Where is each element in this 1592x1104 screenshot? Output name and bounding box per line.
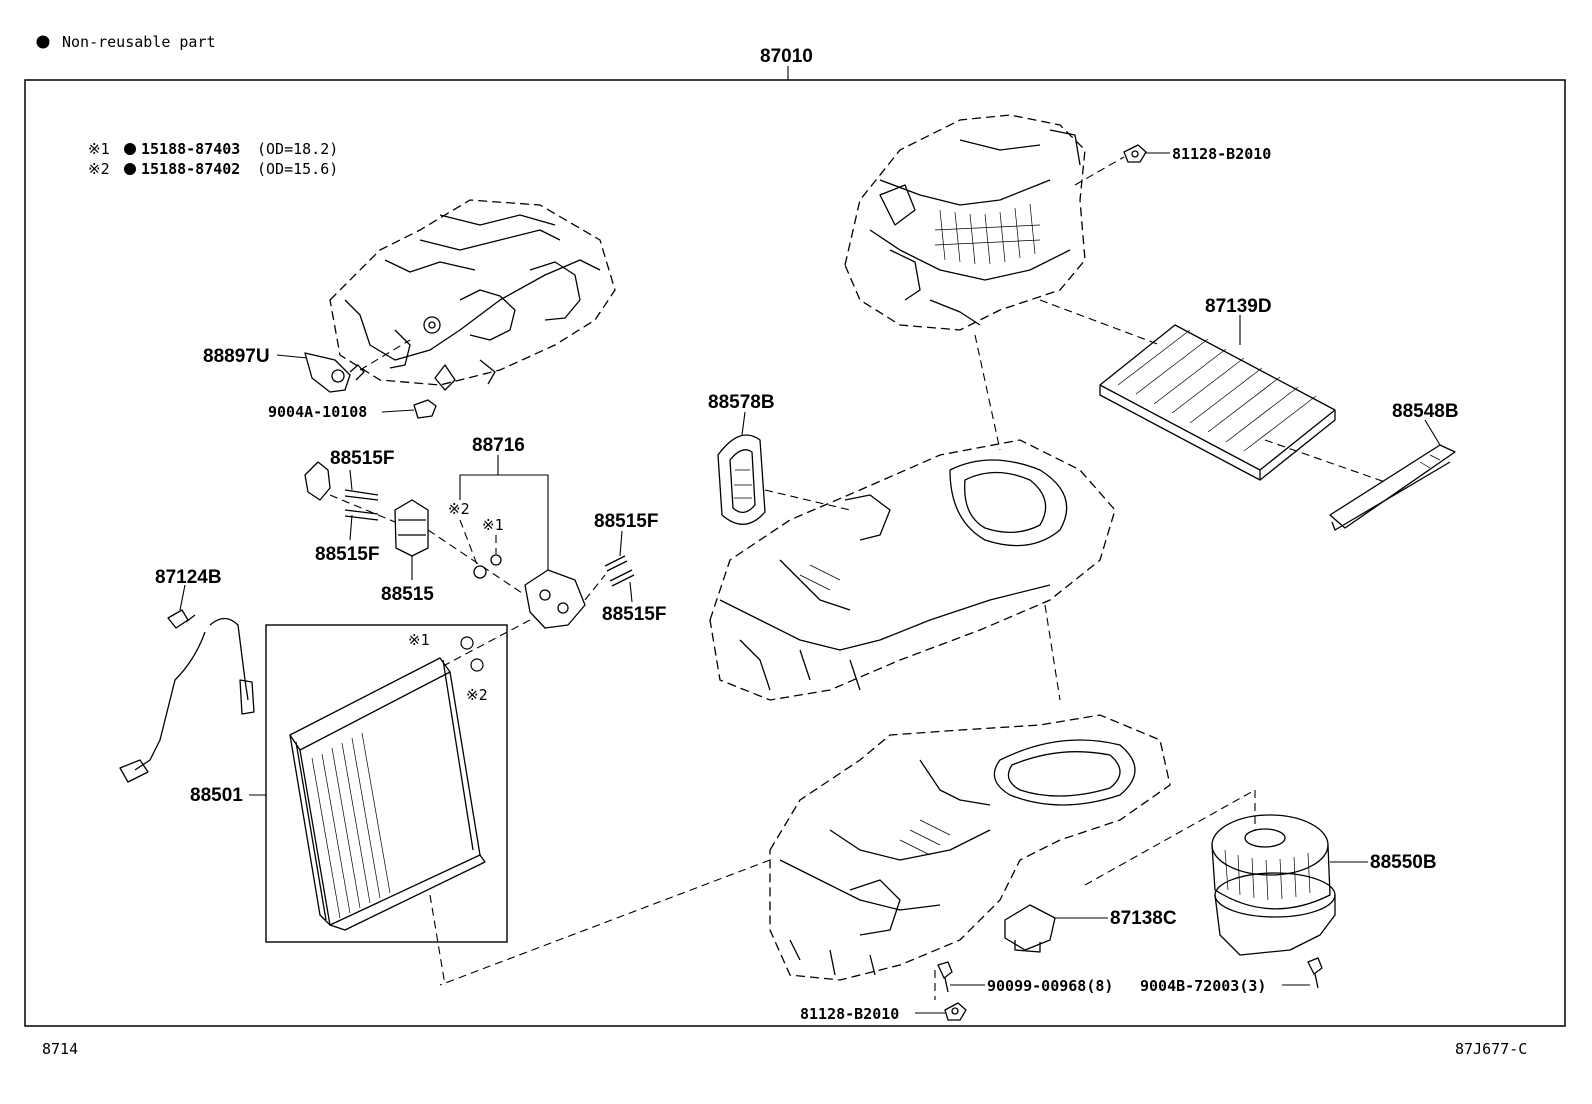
mark-2-a: ※2: [448, 500, 470, 518]
label-88550B: 88550B: [1370, 852, 1437, 873]
dash-88897U: [359, 339, 411, 371]
label-88515F-b: 88515F: [315, 544, 379, 565]
dash-81128-top: [1074, 156, 1125, 186]
dash-cluster-4: [444, 619, 531, 666]
note-mark-2: ※2: [88, 160, 110, 178]
seal-88578B-drawing: [717, 434, 766, 525]
dash-cluster-2: [427, 529, 526, 596]
screw-9004B-drawing: [1307, 957, 1323, 989]
middle-case-drawing: [709, 439, 1116, 701]
dash-88716: [459, 519, 479, 568]
note-1-spec: (OD=18.2): [257, 140, 338, 158]
dash-lower-right: [1084, 789, 1256, 886]
leader-87124B: [179, 584, 186, 611]
leader-9004A: [381, 409, 415, 413]
note-1-part: 15188-87403: [141, 140, 240, 158]
upper-right-case-drawing: [844, 114, 1086, 331]
clip-88515F-drawing: [304, 461, 331, 501]
note-2-part: 15188-87402: [141, 160, 240, 178]
non-reusable-marker-icon: [36, 35, 50, 49]
label-90099-00968: 90099-00968(8): [987, 977, 1113, 995]
label-81128-B2010-bottom: 81128-B2010: [800, 1005, 899, 1023]
label-88515F-a: 88515F: [330, 448, 394, 469]
label-87139D: 87139D: [1205, 296, 1272, 317]
leader-88897U: [276, 354, 308, 359]
o-ring-2: [470, 658, 484, 672]
dash-88578B: [764, 489, 851, 511]
upper-left-case-drawing: [329, 199, 616, 391]
leader-88515F-d: [629, 581, 633, 603]
mark-1-b: ※1: [408, 631, 430, 649]
label-9004B-72003: 9004B-72003(3): [1140, 977, 1266, 995]
label-88515F-d: 88515F: [602, 604, 666, 625]
footer-left-code: 8714: [42, 1040, 78, 1058]
assembly-frame: [24, 79, 1566, 1027]
footer-right-code: 87J677-C: [1455, 1040, 1527, 1058]
leader-88548B: [1424, 419, 1441, 446]
clip-81128-top-drawing: [1123, 144, 1147, 163]
filter-87139D-drawing: [1099, 324, 1336, 481]
label-81128-B2010-top: 81128-B2010: [1172, 145, 1271, 163]
o-ring-1: [460, 636, 474, 650]
blower-88550B-drawing: [1211, 814, 1336, 956]
legend-text: Non-reusable part: [62, 33, 216, 51]
label-88515: 88515: [381, 584, 434, 605]
label-87124B: 87124B: [155, 567, 222, 588]
cover-88548B-drawing: [1329, 444, 1456, 531]
lower-case-drawing: [769, 714, 1171, 981]
dash-87139D: [1039, 299, 1161, 346]
bracket-88716-leader: [459, 455, 549, 570]
label-9004A-10108: 9004A-10108: [268, 403, 367, 421]
leader-88515F-a: [349, 469, 353, 491]
screw-90099-drawing: [937, 961, 953, 993]
note-2-spec: (OD=15.6): [257, 160, 338, 178]
clip-81128-bottom-drawing: [944, 1002, 967, 1021]
bolts-88515F-right-drawing: [604, 555, 635, 587]
expansion-valve-88515-drawing: [394, 499, 429, 557]
note-2-marker-icon: [124, 163, 136, 175]
thermistor-87124B-drawing: [119, 609, 255, 783]
evaporator-88501-drawing: [289, 657, 486, 931]
dash-cluster-3: [584, 574, 606, 601]
leader-88578B: [741, 411, 746, 436]
dash-lower-left: [439, 859, 771, 986]
label-88578B: 88578B: [708, 392, 775, 413]
label-87010: 87010: [760, 46, 813, 67]
bracket-88716-drawing: [473, 554, 586, 629]
dash-mid-up: [974, 334, 1001, 451]
resistor-87138C-drawing: [1004, 904, 1056, 953]
leader-88515F-b: [349, 514, 353, 541]
dash-cluster-1: [329, 494, 396, 523]
dash-lower-left-2: [429, 894, 446, 986]
mark-1-a: ※1: [482, 516, 504, 534]
label-88897U: 88897U: [203, 346, 270, 367]
label-88515F-c: 88515F: [594, 511, 658, 532]
servo-88897U-drawing: [304, 352, 365, 393]
label-87138C: 87138C: [1110, 908, 1177, 929]
evaporator-frame: [265, 624, 508, 943]
screw-9004A-drawing: [413, 399, 437, 419]
note-1-marker-icon: [124, 143, 136, 155]
dash-88548B: [1264, 439, 1386, 483]
label-88716: 88716: [472, 435, 525, 456]
mark-2-b: ※2: [466, 686, 488, 704]
dash-mid-down: [1044, 604, 1061, 701]
label-88548B: 88548B: [1392, 401, 1459, 422]
leader-88515F-c: [619, 530, 623, 557]
bolts-88515F-left-drawing: [344, 489, 379, 521]
label-88501: 88501: [190, 785, 243, 806]
note-mark-1: ※1: [88, 140, 110, 158]
